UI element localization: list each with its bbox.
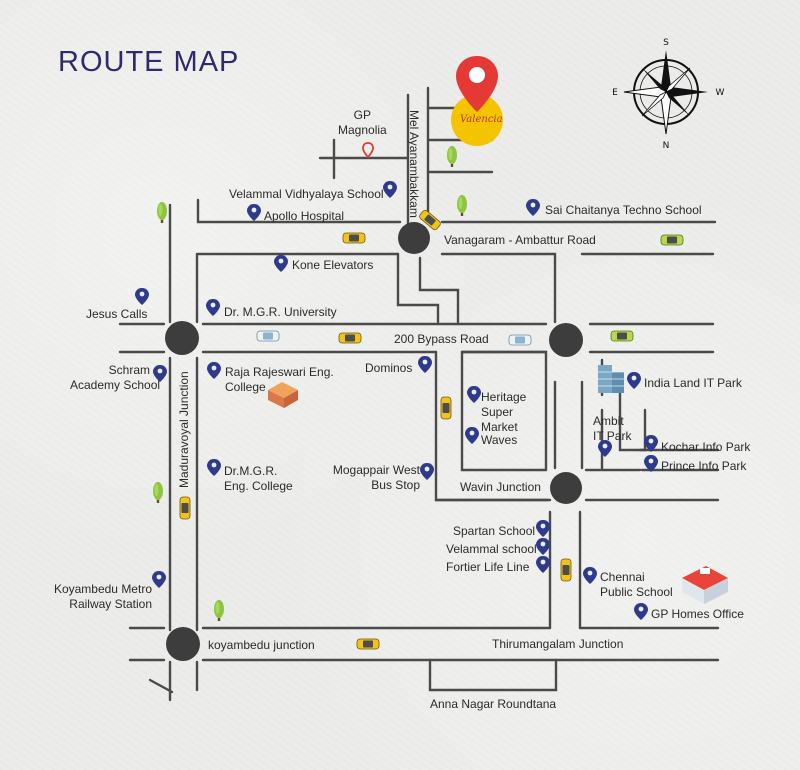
car-icon: [440, 396, 452, 420]
car-icon: [610, 330, 634, 342]
location-pin-icon: [247, 204, 261, 221]
landmark-mogappair-west-bus-stop: Mogappair West Bus Stop: [332, 463, 420, 492]
landmark-kochar-info-park: Kochar Info Park: [661, 440, 751, 454]
landmark-waves: Waves: [481, 433, 518, 447]
landmark-prince-info-park: Prince Info Park: [661, 459, 747, 473]
tree-icon: [457, 195, 467, 216]
tree-icon: [157, 202, 167, 223]
car-icon: [660, 234, 684, 246]
road-label-vanagaram: Vanagaram - Ambattur Road: [444, 233, 596, 247]
vanagaram-junction-roundabout: [398, 222, 430, 254]
landmark-ambit-it-park: Ambit IT Park: [593, 414, 632, 443]
road-label-200-bypass: 200 Bypass Road: [394, 332, 489, 346]
location-pin-icon: [465, 427, 479, 444]
landmark-dominos: Dominos: [365, 361, 413, 375]
landmark-jesus-calls: Jesus Calls: [86, 307, 148, 321]
road-label-thirumangalam: Thirumangalam Junction: [492, 637, 624, 651]
car-icon: [356, 638, 380, 650]
car-icon: [560, 558, 572, 582]
compass-top-label: S: [663, 38, 669, 48]
car-icon: [508, 334, 532, 346]
location-pin-icon: [383, 181, 397, 198]
car-icon: [338, 332, 362, 344]
location-pin-icon: [207, 459, 221, 476]
landmark-fortier-life-line: Fortier Life Line: [446, 560, 530, 574]
location-pin-icon: [135, 288, 149, 305]
car-icon: [179, 496, 191, 520]
road-label-wavin-junction: Wavin Junction: [460, 480, 541, 494]
compass-bottom-label: N: [663, 141, 670, 151]
road-label-anna-nagar: Anna Nagar Roundtana: [430, 697, 557, 711]
gp-magnolia-pin-icon: [362, 142, 374, 159]
page-title: ROUTE MAP: [58, 46, 240, 78]
location-pin-icon: [206, 299, 220, 316]
location-pin-icon: [418, 356, 432, 373]
landmark-india-land-it-park: India Land IT Park: [644, 376, 742, 390]
location-pin-icon: [526, 199, 540, 216]
landmark-gp-magnolia: GP Magnolia: [338, 108, 387, 137]
landmark-chennai-public-school: Chennai Public School: [600, 570, 673, 599]
landmark-velammal-vidhyalaya: Velammal Vidhyalaya School: [229, 187, 384, 201]
building-icon: [598, 365, 624, 393]
location-pin-icon: [467, 386, 481, 403]
location-pin-icon: [536, 520, 550, 537]
landmark-mgr-eng-college: Dr.M.G.R. Eng. College: [224, 464, 293, 493]
landmark-apollo-hospital: Apollo Hospital: [264, 209, 345, 223]
location-pin-icon: [420, 463, 434, 480]
road-label-mel-ayanambakkam: Mel Ayanambakkam: [407, 110, 421, 218]
landmark-gp-homes-office: GP Homes Office: [651, 607, 744, 621]
car-icon: [342, 232, 366, 244]
wavin-junction-roundabout: [550, 472, 582, 504]
tree-icon: [153, 482, 163, 503]
project-logo: Valencia: [460, 114, 503, 125]
car-icon: [256, 330, 280, 342]
compass-right-label: W: [716, 88, 725, 98]
location-pin-icon: [536, 556, 550, 573]
landmark-mgr-university: Dr. M.G.R. University: [224, 305, 337, 319]
road-label-maduravoyal: Maduravoyal Junction: [177, 371, 191, 488]
compass-rose-icon: S N E W: [612, 38, 724, 151]
landmark-heritage-super-market: Heritage Super Market: [481, 390, 527, 434]
compass-left-label: E: [612, 88, 618, 98]
landmark-spartan-school: Spartan School: [453, 524, 536, 538]
bypass-east-roundabout: [549, 323, 583, 357]
landmark-raja-rajeswari: Raja Rajeswari Eng. College: [225, 365, 334, 394]
road-network: [118, 86, 720, 702]
landmark-kone-elevators: Kone Elevators: [292, 258, 374, 272]
location-pin-icon: [627, 372, 641, 389]
landmark-sai-chaitanya: Sai Chaitanya Techno School: [545, 203, 702, 217]
location-pin-icon: [152, 571, 166, 588]
location-pin-icon: [634, 603, 648, 620]
college-building-icon: [268, 382, 298, 408]
landmark-velammal-school: Velammal school: [446, 542, 537, 556]
destination-marker: [451, 56, 503, 146]
tree-icon: [214, 600, 224, 621]
tree-icon: [447, 146, 457, 167]
koyambedu-junction-roundabout: [166, 627, 200, 661]
location-pin-icon: [583, 567, 597, 584]
location-pin-icon: [207, 362, 221, 379]
school-building-icon: [682, 566, 728, 604]
maduravoyal-junction-roundabout: [165, 321, 199, 355]
landmark-koyambedu-metro: Koyambedu Metro Railway Station: [53, 582, 152, 611]
location-pin-icon: [274, 255, 288, 272]
location-pin-icon: [536, 538, 550, 555]
landmark-schram-academy: Schram Academy School: [70, 363, 161, 392]
road-label-koyambedu-junction: koyambedu junction: [208, 638, 315, 652]
